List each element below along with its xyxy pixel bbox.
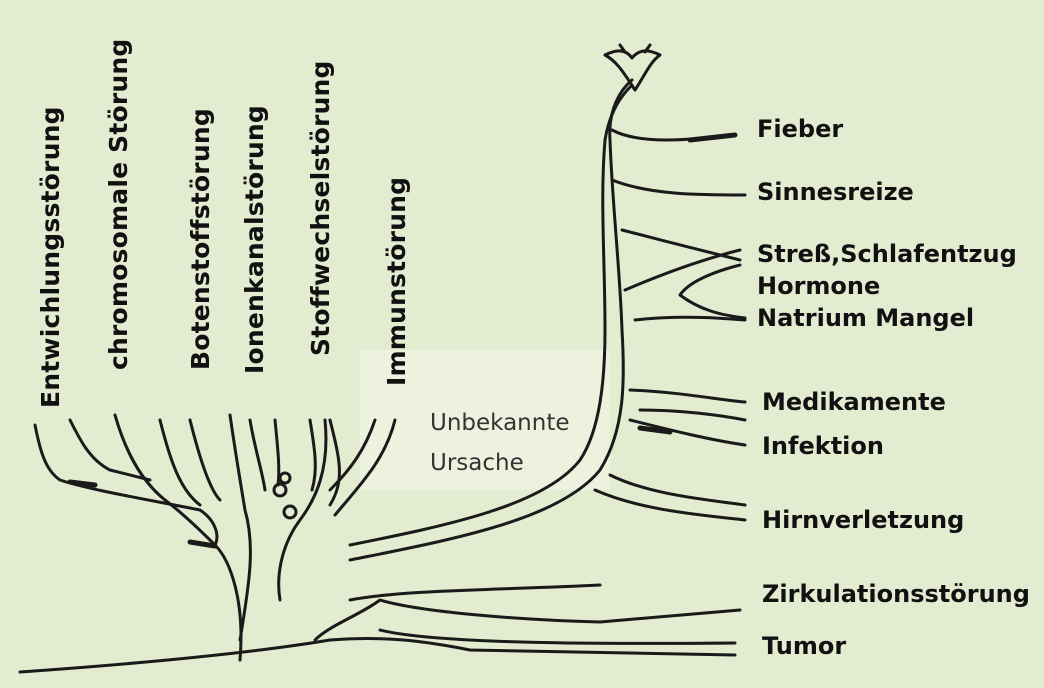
unknown-cause-line1: Unbekannte [430,408,570,438]
cause-zirkulation: Zirkulationsstörung [762,580,1030,608]
cause-hormone: Hormone [757,272,880,300]
cause-botenstoff: Botenstoffstörung [186,108,215,370]
cause-tumor: Tumor [762,632,846,660]
cause-chromosomal: chromosomale Störung [104,38,133,370]
cause-fieber: Fieber [757,115,843,143]
cause-immun: Immunstörung [382,177,411,386]
cause-entwicklung: Entwichlungsstörung [36,106,65,408]
trunk [20,545,740,672]
right-branches [595,130,745,520]
cause-infektion: Infektion [762,432,884,460]
cause-medikamente: Medikamente [762,388,946,416]
cause-ionenkanal: Ionenkanalstörung [240,105,269,374]
cause-stoffwechsel: Stoffwechselstörung [306,60,335,356]
cause-sinnesreize: Sinnesreize [757,178,914,206]
left-branches [35,415,395,640]
unknown-cause-line2: Ursache [430,448,524,478]
cause-hirnverletzung: Hirnverletzung [762,506,964,534]
cause-stress: Streß,Schlafentzug [757,240,1017,268]
cause-natrium: Natrium Mangel [757,304,974,332]
